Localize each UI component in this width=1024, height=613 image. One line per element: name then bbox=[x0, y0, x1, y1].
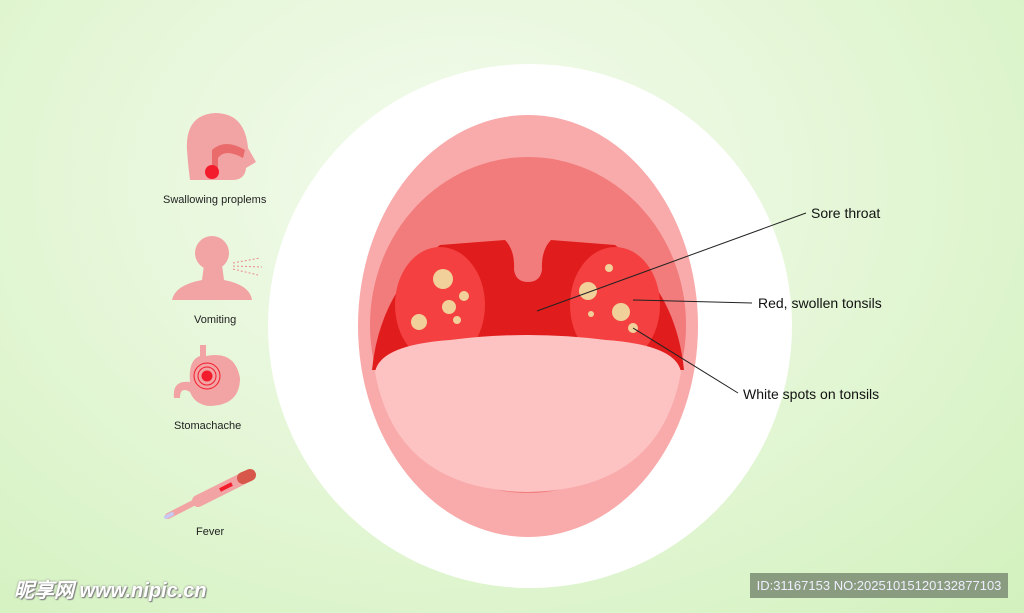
white-spots bbox=[411, 264, 638, 333]
mouth bbox=[358, 115, 698, 537]
head-throat-icon bbox=[186, 113, 256, 180]
tongue bbox=[375, 335, 681, 492]
symptom-label: Stomachache bbox=[174, 420, 242, 432]
callout-white-spots: White spots on tonsils bbox=[743, 386, 880, 402]
right-tonsil bbox=[570, 247, 660, 363]
symptom-label: Vomiting bbox=[194, 314, 237, 326]
watermark-id: ID:31167153 NO:20251015120132877103 bbox=[750, 573, 1008, 598]
callout-tonsils: Red, swollen tonsils bbox=[758, 295, 882, 311]
callout-lines bbox=[536, 212, 807, 394]
person-vomiting-icon bbox=[172, 236, 263, 300]
stomach-icon bbox=[173, 345, 240, 406]
watermark-site: 昵享网 www.nipic.cn bbox=[14, 580, 207, 602]
thermometer-icon bbox=[164, 469, 256, 519]
symptom-label: Swallowing proplems bbox=[163, 194, 267, 206]
left-tonsil bbox=[395, 247, 485, 363]
symptom-label: Fever bbox=[196, 526, 225, 538]
callout-sore-throat: Sore throat bbox=[811, 205, 881, 221]
